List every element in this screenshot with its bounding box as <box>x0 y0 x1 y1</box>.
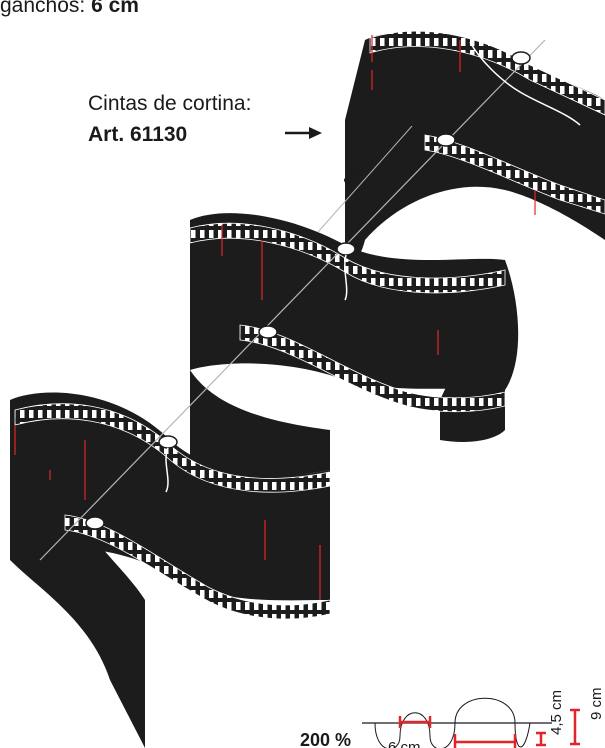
diagonal-guide-line <box>39 39 546 561</box>
pointer-arrow <box>285 127 322 139</box>
hook-wires <box>165 41 581 493</box>
pitch-label: 6 cm <box>388 739 421 748</box>
header-text: ganchos: 6 cm <box>0 0 139 18</box>
fullness-legend: 200 % 6 cm 4,5 cm 9 cm <box>300 687 605 748</box>
spacing-tick <box>317 125 413 233</box>
red-stitch-marks <box>14 35 536 600</box>
height-total-label: 9 cm <box>588 687 605 720</box>
tape-article-number: Art. 61130 <box>88 123 188 146</box>
height-top-label: 4,5 cm <box>548 690 565 735</box>
hook-markers <box>85 51 531 530</box>
tape-band <box>10 32 605 748</box>
tape-label: Cintas de cortina: <box>88 92 252 115</box>
header-prefix: ganchos: <box>0 0 86 17</box>
header-value: 6 cm <box>91 0 139 17</box>
fullness-label: 200 % <box>300 730 351 748</box>
